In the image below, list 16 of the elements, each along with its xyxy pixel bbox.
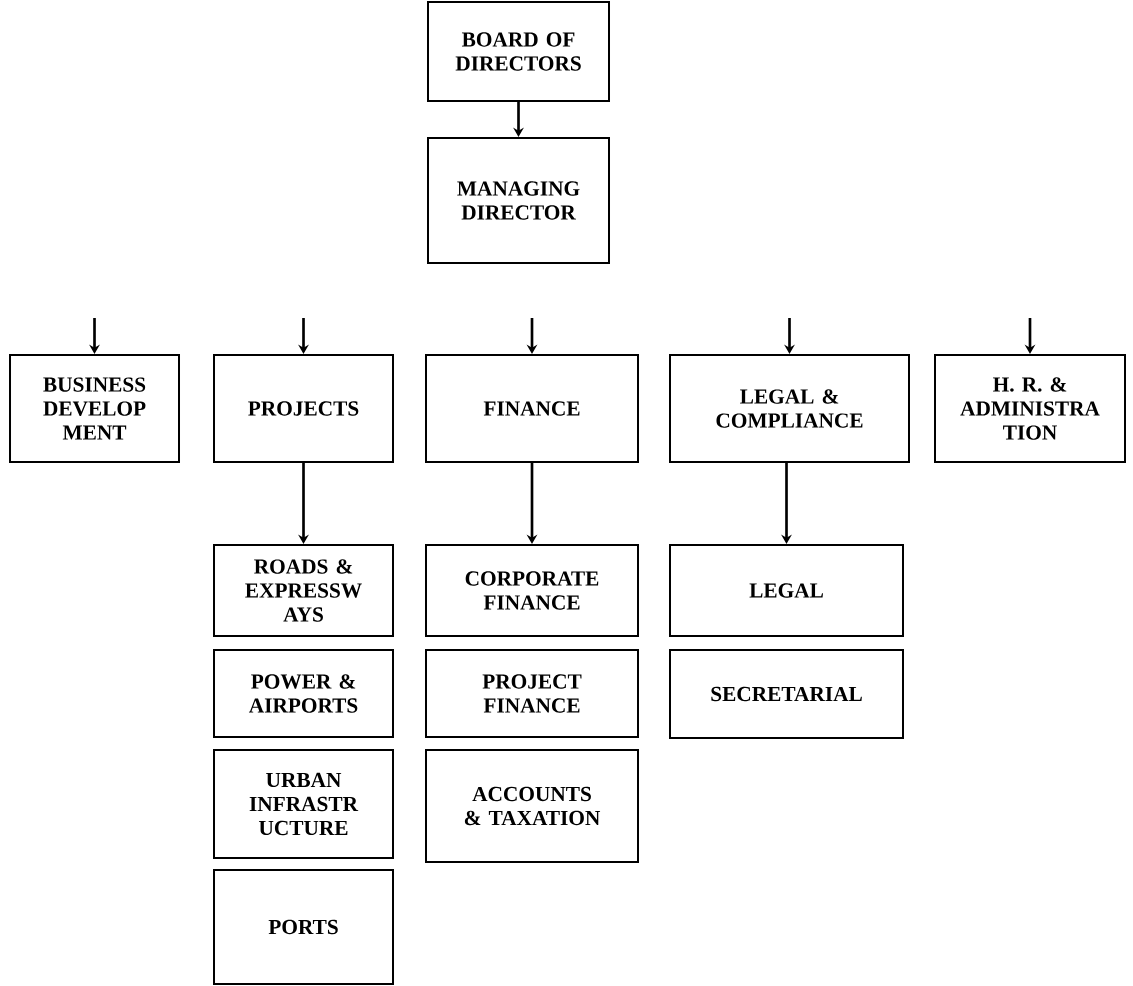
org-box: URBAN INFRASTR UCTURE <box>213 749 394 859</box>
org-box: MANAGING DIRECTOR <box>427 137 610 264</box>
org-box: LEGAL <box>669 544 904 637</box>
org-box: BOARD OF DIRECTORS <box>427 1 610 102</box>
org-box: ACCOUNTS & TAXATION <box>425 749 639 863</box>
org-box: POWER & AIRPORTS <box>213 649 394 738</box>
org-box: PORTS <box>213 869 394 985</box>
org-box: BUSINESS DEVELOP MENT <box>9 354 180 463</box>
org-box: CORPORATE FINANCE <box>425 544 639 637</box>
org-box: PROJECT FINANCE <box>425 649 639 738</box>
org-box: PROJECTS <box>213 354 394 463</box>
org-box: ROADS & EXPRESSW AYS <box>213 544 394 637</box>
org-box: FINANCE <box>425 354 639 463</box>
org-box: SECRETARIAL <box>669 649 904 739</box>
org-box: LEGAL & COMPLIANCE <box>669 354 910 463</box>
org-box: H. R. & ADMINISTRA TION <box>934 354 1126 463</box>
